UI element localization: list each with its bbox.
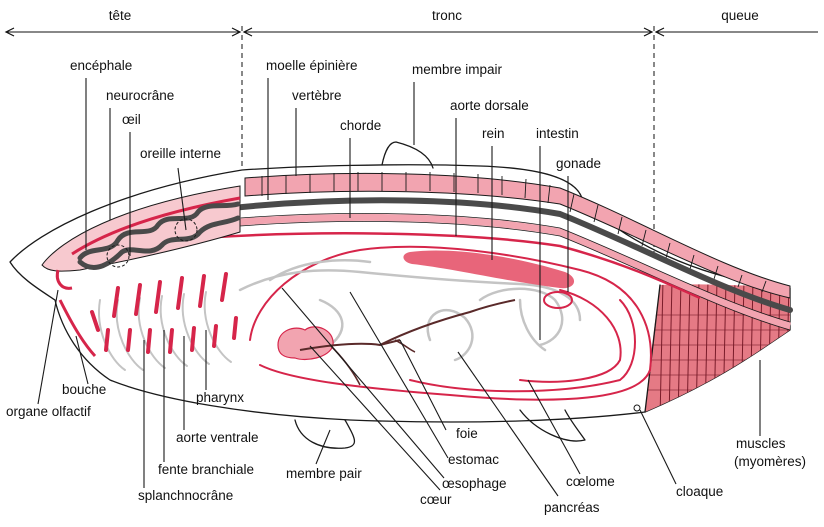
label-olfactory-organ: organe olfactif xyxy=(6,404,91,419)
label-neurocranium: neurocrâne xyxy=(106,88,174,103)
label-gonad: gonade xyxy=(556,156,601,171)
cranium xyxy=(42,186,240,271)
label-coelom: cœlome xyxy=(566,474,615,489)
label-vertebra: vertèbre xyxy=(292,88,342,103)
label-dorsal-aorta: aorte dorsale xyxy=(450,98,529,113)
label-mouth: bouche xyxy=(62,382,106,397)
label-paired-fin: membre pair xyxy=(286,466,362,481)
visceral-organs xyxy=(240,247,651,411)
label-heart: cœur xyxy=(420,492,452,507)
label-esophagus: œsophage xyxy=(442,476,507,491)
region-head-label: tête xyxy=(109,8,132,23)
gill-arches xyxy=(60,274,236,370)
heart xyxy=(278,327,333,360)
label-muscles-line1: muscles xyxy=(736,436,786,451)
label-gill-slit: fente branchiale xyxy=(158,462,254,477)
label-stomach: estomac xyxy=(448,452,499,467)
region-trunk-label: tronc xyxy=(432,8,462,23)
label-eye: œil xyxy=(122,112,141,127)
label-splanchnocranium: splanchnocrâne xyxy=(138,488,233,503)
label-ventral-aorta: aorte ventrale xyxy=(176,430,259,445)
label-intestine: intestin xyxy=(536,126,579,141)
leader-lines xyxy=(38,78,760,496)
label-cloaca: cloaque xyxy=(676,484,723,499)
label-inner-ear: oreille interne xyxy=(140,146,221,161)
label-spinal-cord: moelle épinière xyxy=(266,58,358,73)
label-median-fin: membre impair xyxy=(412,62,503,77)
label-muscles-line2: (myomères) xyxy=(734,454,806,469)
label-kidney: rein xyxy=(482,126,505,141)
label-pancreas: pancréas xyxy=(544,500,600,515)
label-notochord: chorde xyxy=(340,118,381,133)
label-pharynx: pharynx xyxy=(196,390,244,405)
label-brain: encéphale xyxy=(70,58,132,73)
label-liver: foie xyxy=(456,426,478,441)
region-tail-label: queue xyxy=(721,8,759,23)
